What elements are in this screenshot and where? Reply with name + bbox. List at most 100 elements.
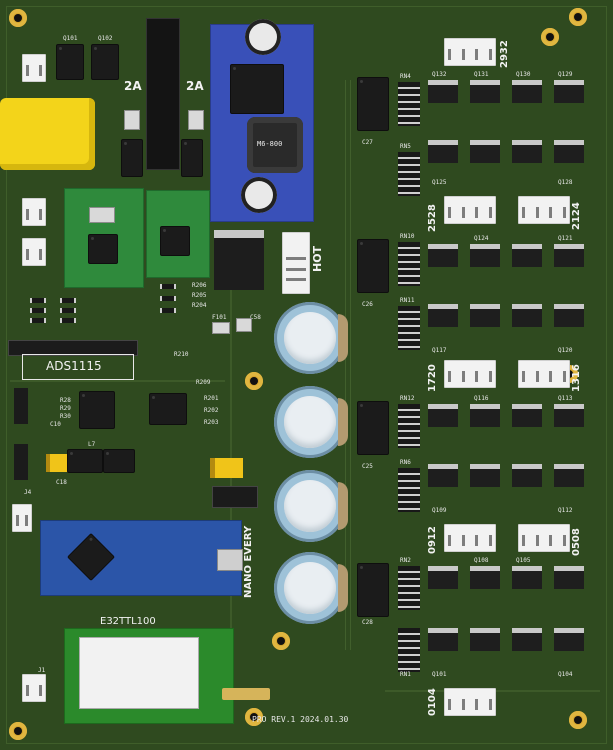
mosfet <box>554 464 584 490</box>
mounting-hole <box>569 8 587 26</box>
mosfet <box>428 140 458 166</box>
header-connector[interactable] <box>14 444 28 480</box>
power-connector[interactable] <box>22 54 46 82</box>
rf-module <box>64 628 234 724</box>
ref-r206: R206 <box>192 282 207 289</box>
ref-rn5: RN5 <box>400 143 411 150</box>
ref-r203: R203 <box>204 419 219 426</box>
ads1115-label: ADS1115 <box>46 359 102 373</box>
ic-chip <box>68 450 102 472</box>
nano-every-board <box>40 520 243 596</box>
ground-trace <box>345 80 351 650</box>
channel-connector-1720[interactable] <box>444 360 496 388</box>
signal-trace <box>10 380 225 382</box>
mosfet-q129 <box>554 80 584 106</box>
mosfet <box>428 464 458 490</box>
diode-q102 <box>92 45 118 79</box>
ref-q112: Q112 <box>558 507 573 514</box>
driver-ic <box>358 240 388 292</box>
usb-port <box>217 549 243 571</box>
inductor-label: M6-800 <box>257 140 283 148</box>
ref-r30: R30 <box>60 413 71 420</box>
mosfet <box>554 140 584 166</box>
hot-connector[interactable] <box>282 232 310 294</box>
mosfet <box>554 244 584 270</box>
ref-r202: R202 <box>204 407 219 414</box>
mosfet <box>470 244 500 270</box>
mosfet <box>554 628 584 654</box>
ref-q120: Q120 <box>558 347 573 354</box>
mosfet <box>470 140 500 166</box>
power-regulator <box>214 230 264 290</box>
channel-label-2124: 2124 <box>571 202 582 230</box>
ref-q116: Q116 <box>474 395 489 402</box>
channel-connector-2528[interactable] <box>444 196 496 224</box>
ref-rn4: RN4 <box>400 73 411 80</box>
module-component <box>89 207 115 223</box>
ref-q113: Q113 <box>558 395 573 402</box>
ref-r205: R205 <box>192 292 207 299</box>
channel-label-0104: 0104 <box>427 688 438 716</box>
ref-rn6: RN6 <box>400 459 411 466</box>
smd-component <box>188 110 204 130</box>
connector[interactable] <box>12 504 32 532</box>
driver-ic <box>358 402 388 454</box>
channel-connector-2124[interactable] <box>518 196 570 224</box>
ref-rn11: RN11 <box>400 297 415 304</box>
ref-q109: Q109 <box>432 507 447 514</box>
connector[interactable] <box>22 198 46 226</box>
hot-label: HOT <box>311 245 324 272</box>
mosfet <box>470 464 500 490</box>
green-module-right <box>146 190 210 278</box>
ads1115-outline <box>22 354 134 380</box>
mounting-hole <box>9 9 27 27</box>
channel-connector-0912[interactable] <box>444 524 496 552</box>
mosfet <box>470 628 500 654</box>
mosfet <box>512 304 542 330</box>
header-connector[interactable] <box>14 388 28 424</box>
electrolytic-capacitor <box>274 302 348 374</box>
channel-connector-0508[interactable] <box>518 524 570 552</box>
ref-q129: Q129 <box>558 71 573 78</box>
resistor <box>30 298 46 303</box>
ref-q101: Q101 <box>63 35 78 42</box>
ref-rn2: RN2 <box>400 557 411 564</box>
ref-j1: J1 <box>38 667 46 674</box>
mosfet <box>470 304 500 330</box>
ref-q125: Q125 <box>432 179 447 186</box>
regulator-ic <box>231 65 283 113</box>
resistor-network <box>398 306 420 350</box>
resistor-network <box>398 628 420 672</box>
ic-chip <box>150 394 186 424</box>
connector[interactable] <box>22 674 46 702</box>
ref-q104: Q104 <box>558 671 573 678</box>
mosfet <box>512 464 542 490</box>
jumper-header[interactable] <box>212 486 258 508</box>
smd-component <box>124 110 140 130</box>
diode <box>122 140 142 176</box>
diode <box>182 140 202 176</box>
connector[interactable] <box>22 238 46 266</box>
driver-ic <box>358 564 388 616</box>
module-ic <box>161 227 189 255</box>
terminal-block[interactable] <box>0 98 95 170</box>
channel-connector-0104[interactable] <box>444 688 496 716</box>
channel-connector-2932[interactable] <box>444 38 496 66</box>
mosfet <box>554 404 584 430</box>
resistor-network <box>398 242 420 286</box>
resistor-network <box>398 82 420 126</box>
tantalum-capacitor <box>210 458 243 478</box>
buck-capacitor <box>245 19 281 55</box>
fuse-left-label: 2A <box>124 79 142 93</box>
resistor <box>30 318 46 323</box>
ref-r201: R201 <box>204 395 219 402</box>
mosfet <box>470 566 500 592</box>
ref-r28: R28 <box>60 397 71 404</box>
mosfet <box>554 566 584 592</box>
inductor: M6-800 <box>247 117 303 173</box>
channel-connector-1316[interactable] <box>518 360 570 388</box>
ref-rn12: RN12 <box>400 395 415 402</box>
signal-trace <box>230 250 232 630</box>
antenna-connector[interactable] <box>222 688 270 700</box>
ref-c26: C26 <box>362 301 373 308</box>
